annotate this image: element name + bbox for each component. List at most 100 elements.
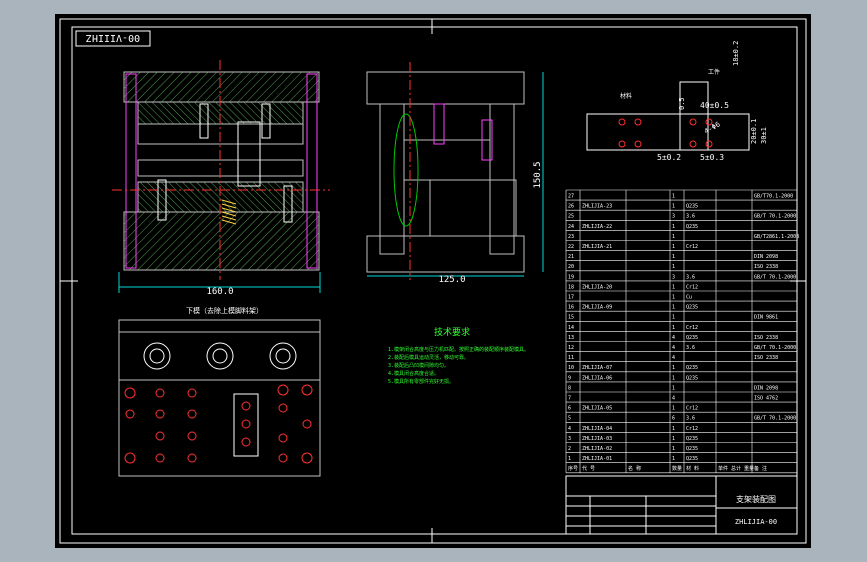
code-box-text: 00-VIIIHZ (86, 32, 140, 43)
bom-cell: 6 (568, 406, 571, 412)
tech-item-2: 2.装配后模具运动灵活，移动可靠。 (388, 354, 469, 361)
front-section-view: 160.0 (112, 60, 330, 297)
bom-header: 名 称 (628, 465, 641, 472)
bom-header: 单件 总计 重量 (718, 465, 754, 472)
bom-cell: 3 (672, 274, 675, 280)
side-view: 125.0 150.5 (366, 62, 544, 285)
dim-height-side: 150.5 (533, 161, 543, 188)
bom-cell: 3.6 (686, 274, 695, 280)
bom-cell: 26 (568, 204, 574, 210)
bom-cell: Q235 (686, 436, 698, 442)
bom-cell: 3 (672, 214, 675, 220)
dim-width-front: 160.0 (206, 287, 233, 297)
bom-cell: 1 (672, 426, 675, 432)
bom-cell: 1 (672, 305, 675, 311)
bom-header: 材 料 (686, 465, 699, 472)
material-label: 材料 (620, 92, 632, 100)
bom-cell: Q235 (686, 305, 698, 311)
bom-cell: 13 (568, 335, 574, 341)
lower-die-outline (118, 319, 321, 477)
bom-cell: ZHLIJIA-09 (582, 305, 612, 311)
bom-cell: Cr12 (686, 244, 698, 250)
bolt-3 (157, 179, 167, 221)
spring (221, 199, 237, 225)
bom-cell: GB/T70.1-2000 (754, 194, 793, 200)
bom-cell: 7 (568, 396, 571, 402)
bom-cell: ISO 2338 (754, 335, 778, 341)
tech-item-1: 1.模架闭合高度与压力机匹配。按照正确的装配顺序装配模具。 (388, 346, 529, 353)
bom-cell: ZHLIJIA-20 (582, 284, 612, 290)
bom-cell: ZHLIJIA-03 (582, 436, 612, 442)
workpiece-view: 材料 工件 18±0.2 0.5 40±0.5 4-Φ6 20±0.1 30±1… (586, 41, 768, 162)
title-block: 支架装配图 ZHLIJIA-00 (565, 475, 798, 535)
bom-cell: GB/T 70.1-2000 (754, 345, 796, 351)
bom-cell: 3 (568, 436, 571, 442)
guide-post-right (306, 73, 318, 269)
bom-cell: 5 (568, 416, 571, 422)
bom-cell: Q235 (686, 204, 698, 210)
bom-cell: Q235 (686, 365, 698, 371)
workpiece-strip (586, 113, 750, 151)
bom-cell: GB/T2861.1-2008 (754, 234, 799, 240)
bom-cell: 4 (672, 355, 675, 361)
bom-cell: Q235 (686, 335, 698, 341)
bom-cell: ISO 2338 (754, 355, 778, 361)
bom-cell: 14 (568, 325, 574, 331)
bom-cell: 1 (672, 244, 675, 250)
bom-cell: Cr12 (686, 284, 698, 290)
guide-post-left (125, 73, 137, 269)
bolt-2 (261, 103, 271, 139)
bom-cell: DIN 9861 (754, 315, 778, 321)
bom-cell: 1 (672, 254, 675, 260)
lower-die-plan-view: 下模（去除上模脚料架） (118, 306, 321, 477)
guide-bushings (143, 342, 297, 370)
bom-cell: 1 (672, 406, 675, 412)
bom-cell: 1 (672, 284, 675, 290)
wp-dim-g: 5±0.2 (657, 153, 681, 162)
wp-dim-f: 30±1 (760, 127, 768, 144)
bom-cell: 1 (672, 264, 675, 270)
bom-cell: 4 (672, 345, 675, 351)
bom-cell: ZHLIJIA-21 (582, 244, 612, 250)
bom-cell: 11 (568, 355, 574, 361)
bom-cell: 25 (568, 214, 574, 220)
bom-cell: 3.6 (686, 345, 695, 351)
title-block-drawing-no: ZHLIJIA-00 (735, 518, 777, 526)
bom-cell: 9 (568, 375, 571, 381)
bom-cell: 1 (672, 456, 675, 462)
tech-item-3: 3.装配后凸凹模间隙均匀。 (388, 362, 449, 369)
bom-cell: 12 (568, 345, 574, 351)
tech-item-4: 4.模具闭合高度合适。 (388, 370, 439, 377)
bom-cell: Q235 (686, 224, 698, 230)
bom-cell: ZHLIJIA-02 (582, 446, 612, 452)
bom-cell: ZHLIJIA-01 (582, 456, 612, 462)
wp-dim-a: 18±0.2 (732, 41, 740, 66)
side-bending-punch (393, 113, 419, 227)
bom-cell: ZHLIJIA-23 (582, 204, 612, 210)
wp-dim-e: 20±0.1 (750, 119, 758, 144)
bom-cell: Q235 (686, 446, 698, 452)
bolt-1 (199, 103, 209, 139)
bom-cell: 19 (568, 274, 574, 280)
bom-cell: ISO 2338 (754, 264, 778, 270)
side-rod (433, 103, 445, 145)
plan-bolt-holes (124, 384, 313, 464)
bom-cell: 17 (568, 295, 574, 301)
bom-cell: 4 (672, 396, 675, 402)
bom-cell: 1 (672, 436, 675, 442)
bom-cell: 1 (672, 204, 675, 210)
wp-dim-h: 5±0.3 (700, 153, 724, 162)
bom-cell: 20 (568, 264, 574, 270)
title-block-title: 支架装配图 (736, 494, 776, 504)
bom-cell: 23 (568, 234, 574, 240)
side-upper-seat (366, 71, 525, 105)
bom-cell: 1 (568, 456, 571, 462)
bom-cell: Cr12 (686, 325, 698, 331)
bom-cell: ZHLIJIA-05 (582, 406, 612, 412)
lower-die-seat (123, 211, 320, 271)
bom-cell: 22 (568, 244, 574, 250)
upper-die-seat (123, 71, 320, 103)
bom-cell: ZHLIJIA-06 (582, 375, 612, 381)
bom-cell: 6 (672, 416, 675, 422)
